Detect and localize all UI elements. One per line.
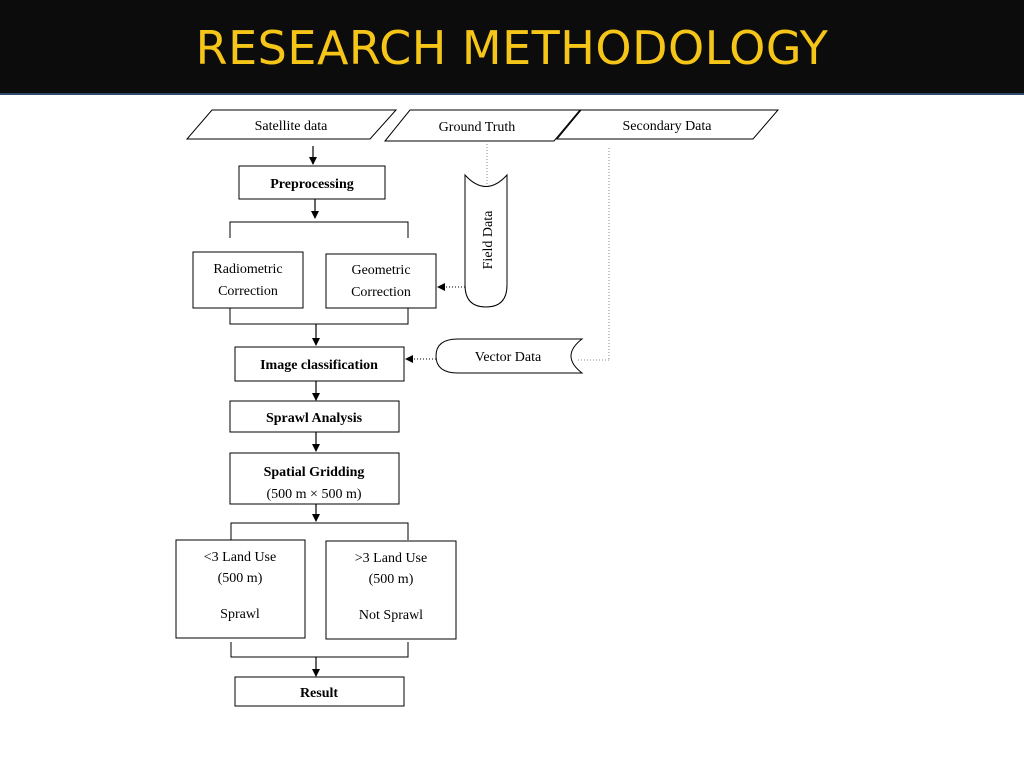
satellite-data-node: Satellite data <box>185 109 398 140</box>
less-than-3-land-use-box: <3 Land Use (500 m) Sprawl <box>175 539 306 639</box>
ground-truth-label: Ground Truth <box>439 120 516 135</box>
sprawl-analysis-box: Sprawl Analysis <box>229 400 400 433</box>
not-sprawl-label: Not Sprawl <box>359 608 423 623</box>
secondary-data-label: Secondary Data <box>622 119 712 134</box>
land-use-merge-bracket <box>230 642 409 658</box>
sprawl-analysis-label: Sprawl Analysis <box>266 411 363 426</box>
grid-size-label: (500 m × 500 m) <box>267 487 362 502</box>
title-bar: RESEARCH METHODOLOGY <box>0 0 1024 95</box>
radiometric-label-2: Correction <box>218 284 278 299</box>
satellite-data-label: Satellite data <box>255 119 328 134</box>
radiometric-label-1: Radiometric <box>213 262 282 277</box>
spatial-gridding-box: Spatial Gridding (500 m × 500 m) <box>229 452 400 505</box>
ground-truth-node: Ground Truth <box>383 109 582 142</box>
geometric-label-1: Geometric <box>351 263 410 278</box>
preprocessing-box: Preprocessing <box>238 165 386 200</box>
geometric-label-2: Correction <box>351 285 411 300</box>
result-label: Result <box>300 686 338 701</box>
less-than-label: <3 Land Use <box>204 550 276 565</box>
preprocessing-label: Preprocessing <box>270 177 353 192</box>
vector-data-node: Vector Data <box>435 338 584 374</box>
vector-data-label: Vector Data <box>475 350 542 365</box>
spatial-gridding-label: Spatial Gridding <box>264 465 365 480</box>
greater-than-3-land-use-box: >3 Land Use (500 m) Not Sprawl <box>325 540 457 640</box>
geometric-correction-box: Geometric Correction <box>325 253 437 309</box>
result-box: Result <box>234 676 405 707</box>
less-than-size-label: (500 m) <box>218 571 263 586</box>
field-data-label: Field Data <box>481 210 496 269</box>
radiometric-correction-box: Radiometric Correction <box>192 251 304 309</box>
split-bracket <box>229 221 409 238</box>
greater-than-label: >3 Land Use <box>355 551 427 566</box>
sprawl-label: Sprawl <box>220 607 260 622</box>
page-title: RESEARCH METHODOLOGY <box>195 20 829 75</box>
secondary-data-node: Secondary Data <box>555 109 780 140</box>
greater-than-size-label: (500 m) <box>369 572 414 587</box>
merge-bracket <box>229 308 409 325</box>
field-data-node: Field Data <box>464 173 508 308</box>
image-classification-label: Image classification <box>260 358 378 373</box>
image-classification-box: Image classification <box>234 346 405 382</box>
land-use-split-bracket <box>230 522 409 540</box>
